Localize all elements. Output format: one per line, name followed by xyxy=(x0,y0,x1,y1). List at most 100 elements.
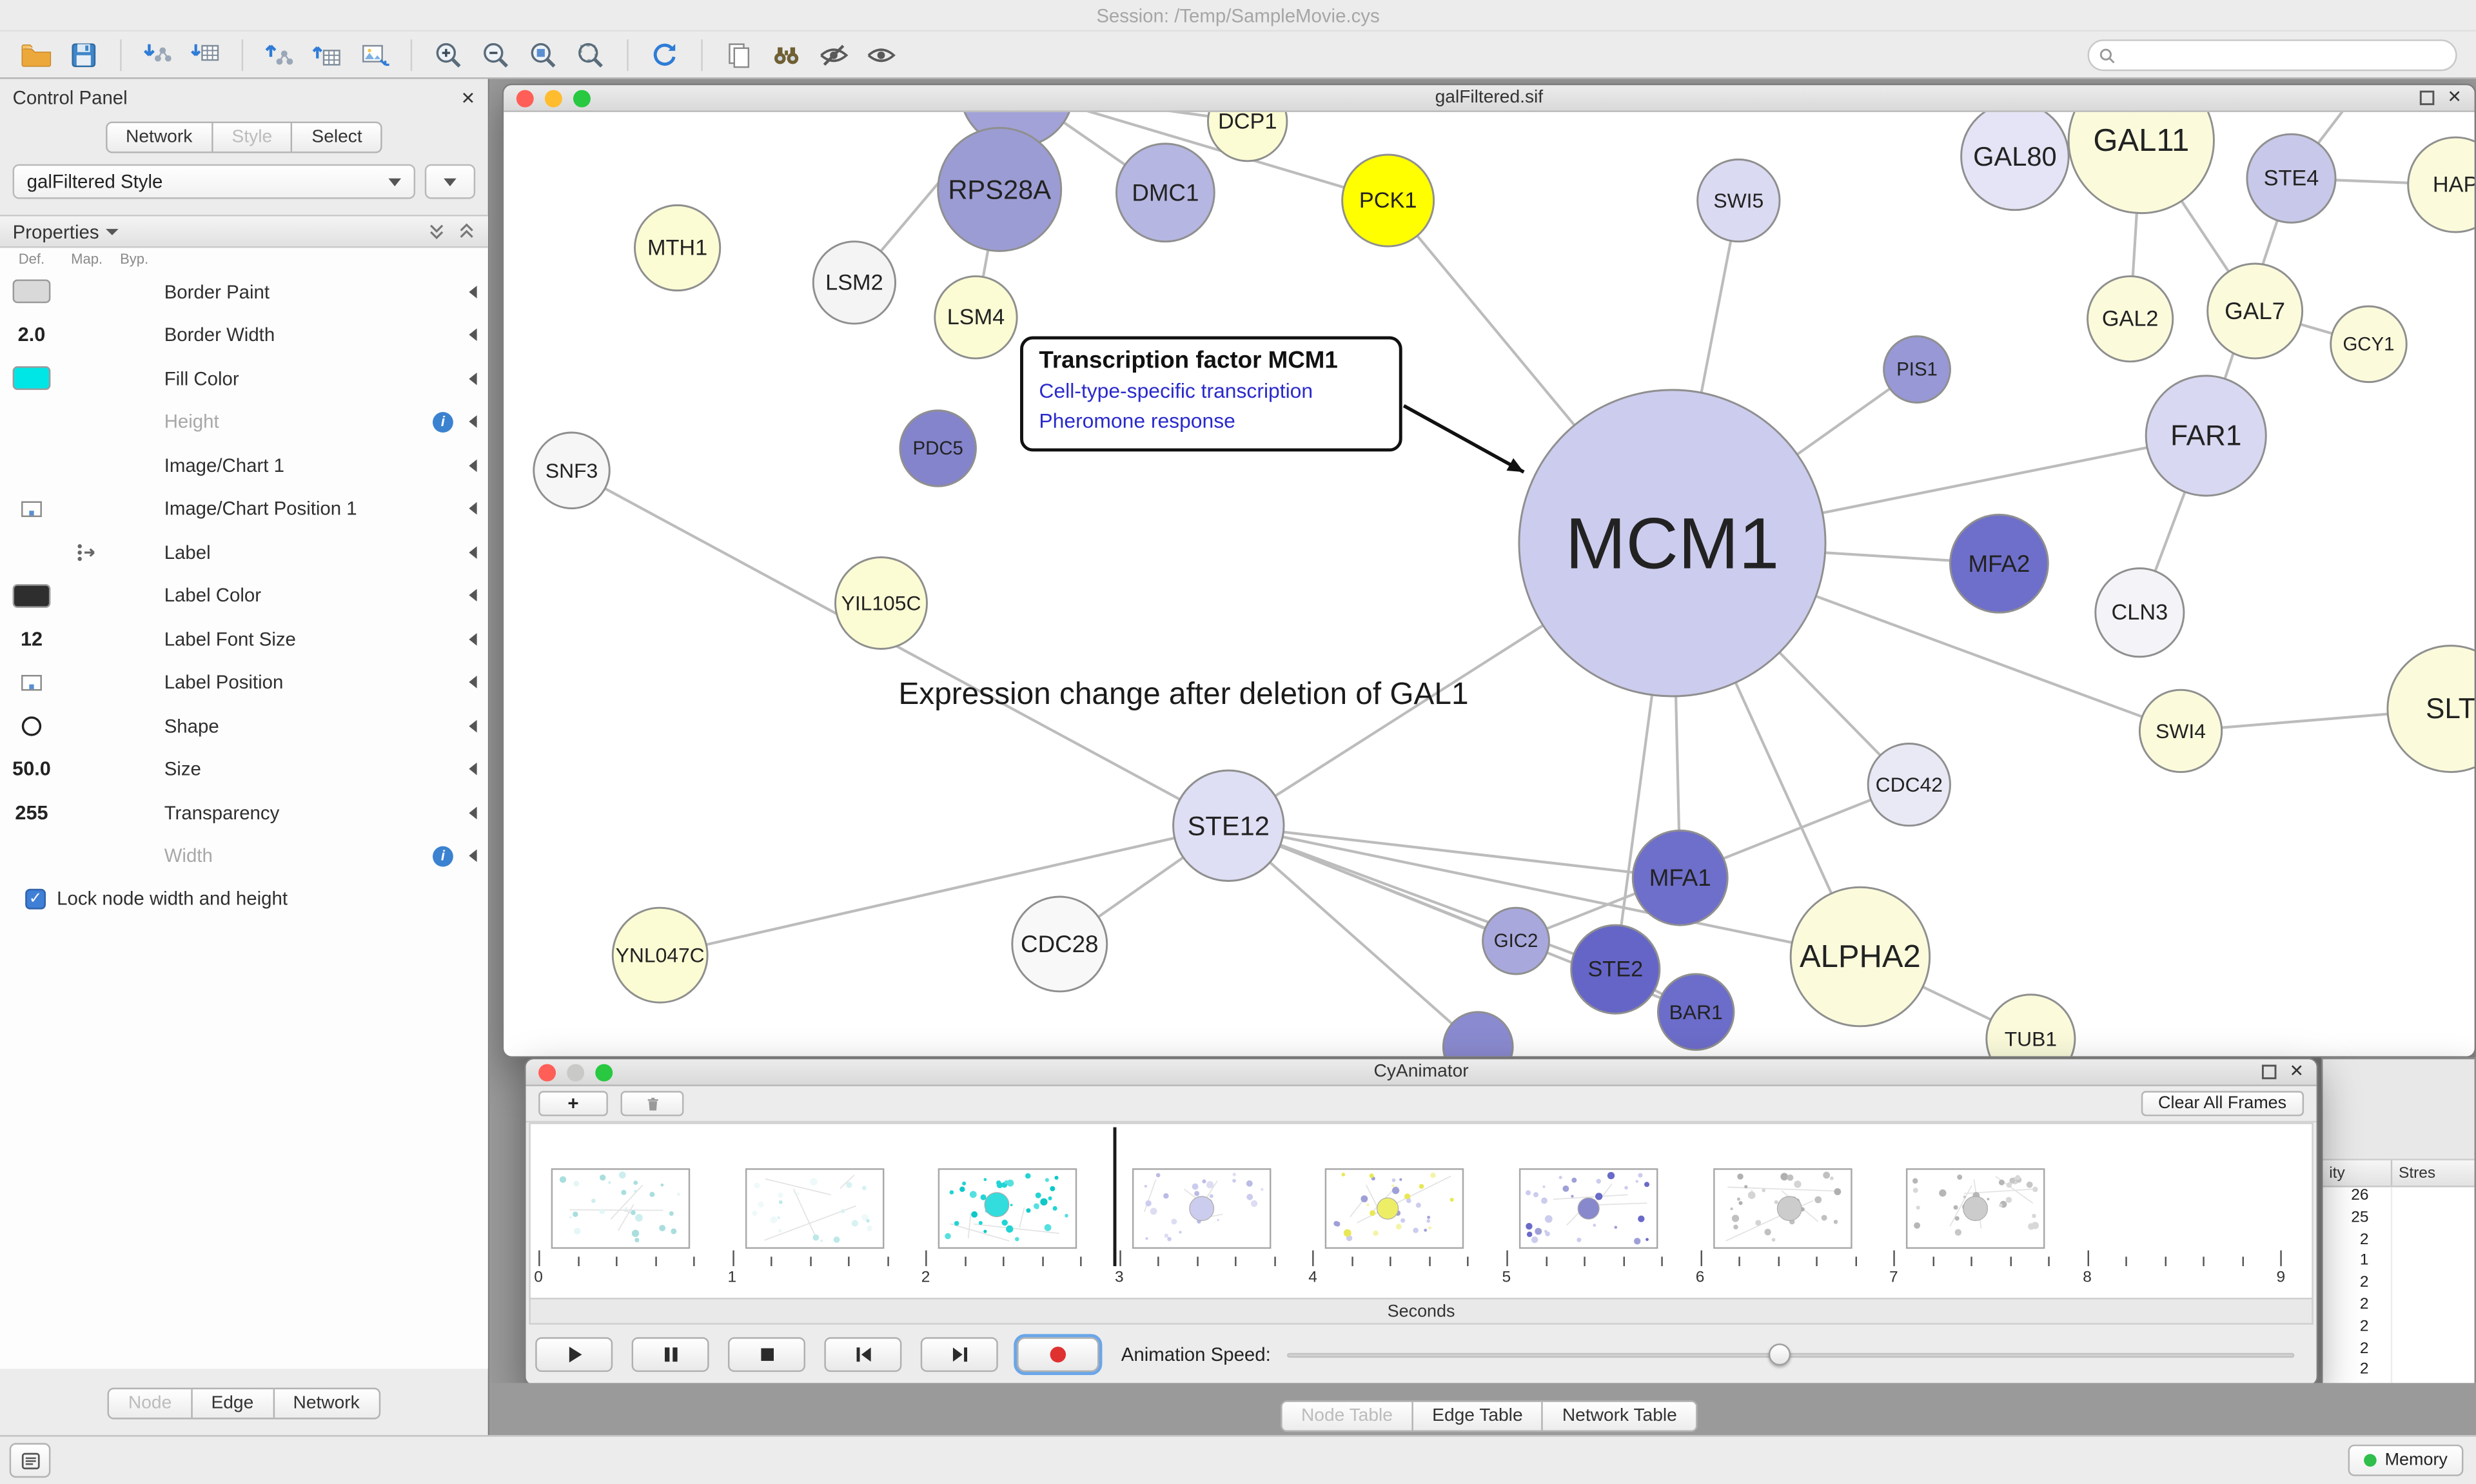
zoom-out-button[interactable] xyxy=(475,35,516,73)
zoom-window-button[interactable] xyxy=(595,1063,613,1081)
zoom-window-button[interactable] xyxy=(573,89,591,107)
table-row[interactable]: 2 xyxy=(2323,1318,2474,1340)
frame-thumbnail-1[interactable] xyxy=(744,1168,884,1249)
skip-to-start-button[interactable] xyxy=(824,1337,902,1372)
default-value-cell[interactable] xyxy=(0,674,63,691)
table-row[interactable]: 2 xyxy=(2323,1296,2474,1318)
tab-edge-table[interactable]: Edge Table xyxy=(1413,1401,1544,1430)
record-button[interactable] xyxy=(1014,1334,1103,1376)
default-value-cell[interactable]: 12 xyxy=(0,628,63,650)
property-row[interactable]: Label Position xyxy=(0,661,488,704)
network-node-GAL7[interactable]: GAL7 xyxy=(2206,262,2304,360)
import-network-button[interactable] xyxy=(137,35,179,73)
export-image-button[interactable] xyxy=(354,35,395,73)
first-neighbors-button[interactable] xyxy=(766,35,807,73)
annotation-box[interactable]: Transcription factor MCM1 Cell-type-spec… xyxy=(1020,336,1402,451)
delete-frame-button[interactable] xyxy=(620,1091,684,1117)
zoom-fit-button[interactable] xyxy=(523,35,564,73)
network-node-GIC2[interactable]: GIC2 xyxy=(1482,906,1550,975)
expand-row-arrow-icon[interactable] xyxy=(460,545,485,559)
table-row[interactable]: 1 xyxy=(2323,1252,2474,1274)
network-node-GAL11[interactable]: GAL11 xyxy=(2067,112,2215,215)
expand-row-arrow-icon[interactable] xyxy=(460,632,485,646)
default-value-cell[interactable]: 2.0 xyxy=(0,324,63,346)
network-node-LSM2[interactable]: LSM2 xyxy=(812,240,897,325)
tab-node-style[interactable]: Node xyxy=(110,1389,193,1418)
property-row[interactable]: Image/Chart 1 xyxy=(0,444,488,487)
table-row[interactable]: 2 xyxy=(2323,1361,2474,1383)
frame-thumbnail-3[interactable] xyxy=(1132,1168,1271,1249)
expand-row-arrow-icon[interactable] xyxy=(460,459,485,472)
expand-row-arrow-icon[interactable] xyxy=(460,589,485,602)
color-swatch[interactable] xyxy=(12,366,51,391)
add-frame-button[interactable]: + xyxy=(538,1091,608,1117)
network-node-SWI4[interactable]: SWI4 xyxy=(2138,688,2223,774)
mapping-cell[interactable] xyxy=(63,543,110,561)
expand-row-arrow-icon[interactable] xyxy=(460,676,485,689)
expand-row-arrow-icon[interactable] xyxy=(460,719,485,732)
frame-thumbnail-2[interactable] xyxy=(938,1168,1077,1249)
annotation-arrow[interactable] xyxy=(1402,404,1525,474)
default-value-cell[interactable] xyxy=(0,500,63,518)
network-node-FAR1[interactable]: FAR1 xyxy=(2145,375,2267,497)
frame-thumbnail-0[interactable] xyxy=(551,1168,691,1249)
default-value-cell[interactable] xyxy=(0,366,63,391)
tab-node-table[interactable]: Node Table xyxy=(1282,1401,1413,1430)
info-icon[interactable]: i xyxy=(433,846,453,866)
style-dropdown[interactable]: galFiltered Style xyxy=(12,164,416,199)
table-column-header[interactable]: Stres xyxy=(2399,1164,2436,1182)
default-value-cell[interactable]: 50.0 xyxy=(0,758,63,780)
network-node-LSM4[interactable]: LSM4 xyxy=(934,275,1018,360)
table-row[interactable]: 2 xyxy=(2323,1274,2474,1296)
hide-selected-button[interactable] xyxy=(813,35,854,73)
show-all-button[interactable] xyxy=(861,35,902,73)
network-node-YNL047C[interactable]: YNL047C xyxy=(611,906,709,1004)
task-history-button[interactable] xyxy=(9,1443,51,1478)
network-node-DCP1[interactable]: DCP1 xyxy=(1207,112,1288,162)
slider-thumb[interactable] xyxy=(1769,1343,1792,1366)
open-session-button[interactable] xyxy=(15,35,57,73)
color-swatch[interactable] xyxy=(12,280,51,304)
network-node-DMC1[interactable]: DMC1 xyxy=(1115,142,1215,243)
network-node-CDC42[interactable]: CDC42 xyxy=(1867,743,1951,827)
property-row[interactable]: Fill Color xyxy=(0,356,488,400)
frame-thumbnail-4[interactable] xyxy=(1325,1168,1465,1249)
network-node-ALPHA2[interactable]: ALPHA2 xyxy=(1789,886,1931,1028)
default-value-cell[interactable]: 255 xyxy=(0,801,63,823)
close-view-icon[interactable]: ✕ xyxy=(2447,88,2462,108)
tab-select[interactable]: Select xyxy=(311,128,362,147)
property-row[interactable]: Shape xyxy=(0,704,488,747)
expand-row-arrow-icon[interactable] xyxy=(460,415,485,429)
network-node-SNF3[interactable]: SNF3 xyxy=(533,431,611,510)
network-node-STE4[interactable]: STE4 xyxy=(2246,133,2337,224)
skip-to-end-button[interactable] xyxy=(920,1337,998,1372)
close-window-button[interactable] xyxy=(516,89,534,107)
expand-row-arrow-icon[interactable] xyxy=(460,502,485,515)
default-value-cell[interactable] xyxy=(0,280,63,304)
table-row[interactable]: 26 xyxy=(2323,1187,2474,1209)
property-row[interactable]: Label Color xyxy=(0,574,488,617)
expand-row-arrow-icon[interactable] xyxy=(460,806,485,819)
network-node-SWI5[interactable]: SWI5 xyxy=(1696,158,1781,243)
import-table-button[interactable] xyxy=(185,35,226,73)
float-window-icon[interactable] xyxy=(2261,1064,2276,1080)
table-row[interactable]: 2 xyxy=(2323,1340,2474,1362)
network-node-TUB1[interactable]: TUB1 xyxy=(1985,993,2076,1058)
close-panel-icon[interactable]: ✕ xyxy=(460,89,476,108)
expand-row-arrow-icon[interactable] xyxy=(460,329,485,342)
expand-all-icon[interactable] xyxy=(458,222,475,240)
tab-style[interactable]: Style xyxy=(213,123,293,152)
table-row[interactable]: 25 xyxy=(2323,1209,2474,1231)
search-input[interactable] xyxy=(2122,46,2446,65)
collapse-all-icon[interactable] xyxy=(428,222,446,240)
expand-row-arrow-icon[interactable] xyxy=(460,850,485,863)
network-node-BAR1[interactable]: BAR1 xyxy=(1656,973,1735,1051)
network-node-bottomp[interactable] xyxy=(1442,1011,1514,1058)
minimize-window-button[interactable] xyxy=(544,89,562,107)
table-column-header[interactable]: ity xyxy=(2323,1160,2393,1186)
properties-header[interactable]: Properties xyxy=(0,216,488,248)
frame-thumbnail-6[interactable] xyxy=(1713,1168,1852,1249)
